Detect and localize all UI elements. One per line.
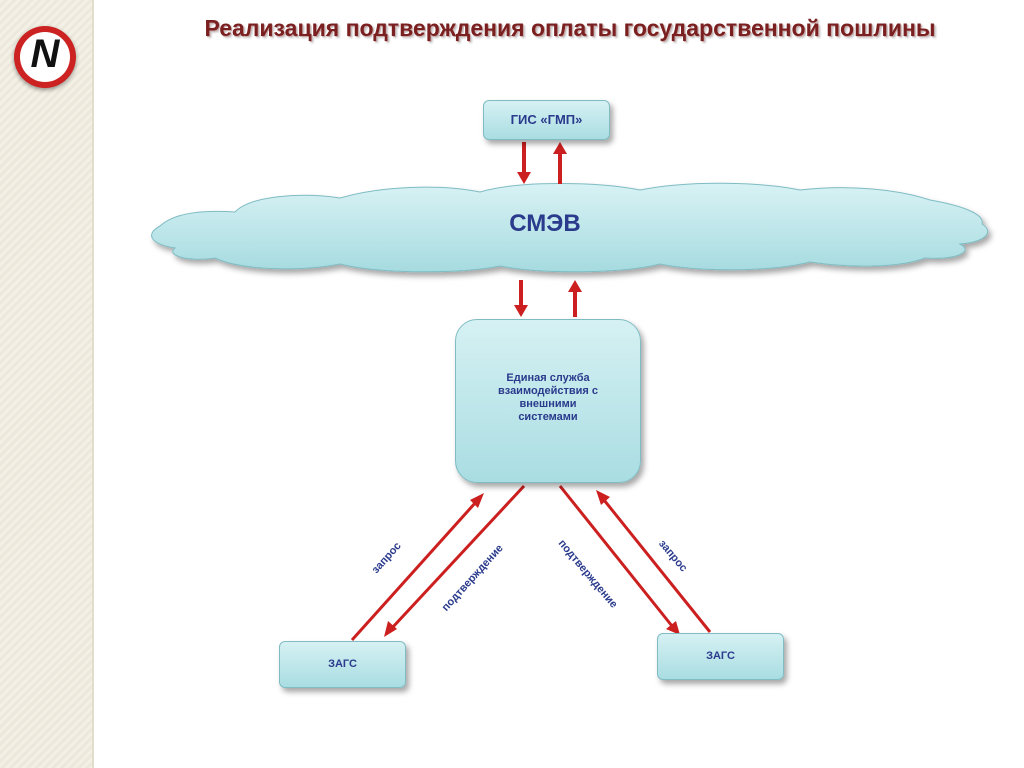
smev-label: СМЭВ — [509, 210, 581, 237]
logo-inner: N — [20, 32, 70, 82]
arrow-left-confirmation — [384, 484, 526, 637]
node-zags-left: ЗАГС — [279, 641, 406, 688]
slide-title: Реализация подтверждения оплаты государс… — [204, 15, 936, 41]
arrow-right-confirmation — [558, 485, 680, 635]
arrow-smev-to-esv — [514, 280, 528, 317]
logo-letter: N — [30, 32, 60, 76]
smev-cloud — [151, 182, 989, 273]
decorative-left-strip — [0, 0, 94, 768]
node-zags-right: ЗАГС — [657, 633, 784, 680]
node-gis-gmp: ГИС «ГМП» — [483, 100, 610, 140]
arrow-gis-to-smev — [517, 142, 531, 184]
logo: N — [14, 26, 76, 88]
arrow-esv-to-smev — [568, 280, 582, 317]
arrow-zags-right-request — [596, 490, 712, 633]
arrow-zags-left-request — [350, 493, 484, 642]
arrow-smev-to-gis — [553, 142, 567, 184]
node-unified-service: Единая служба взаимодействия с внешними … — [455, 319, 641, 483]
